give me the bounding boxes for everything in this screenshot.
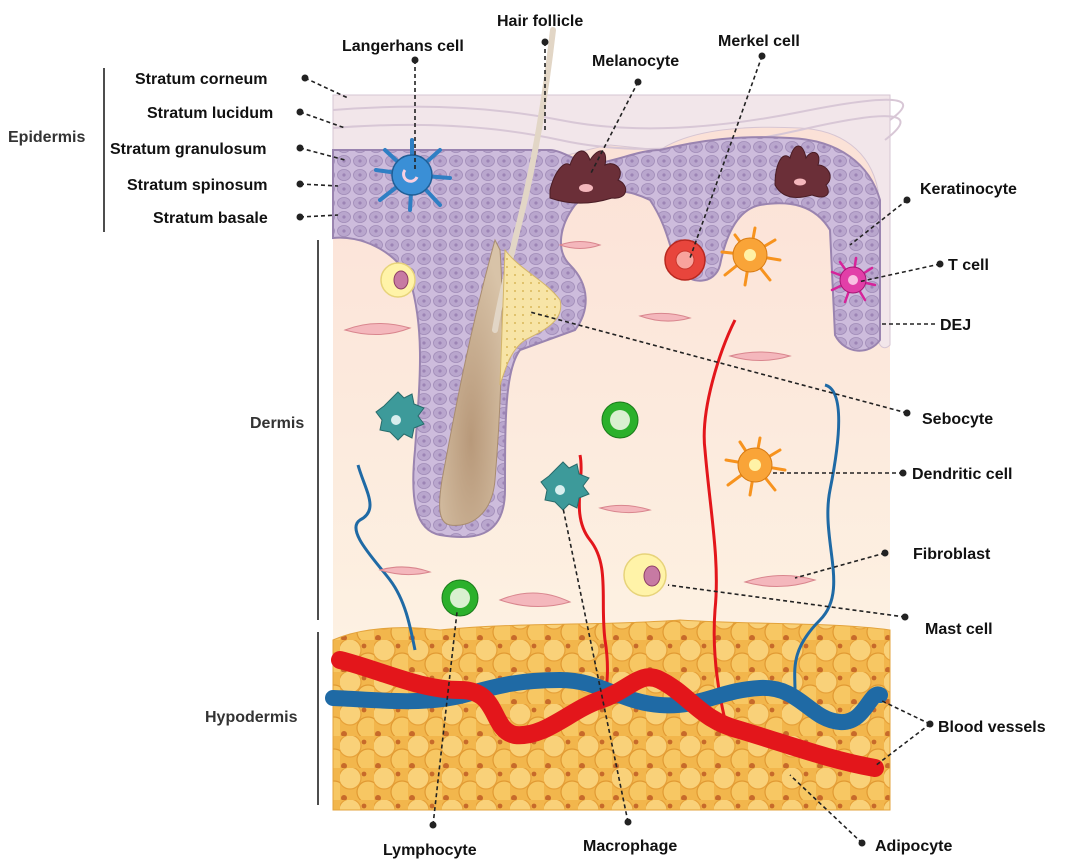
label-langerhans-cell: Langerhans cell <box>342 38 464 55</box>
merkel-cell <box>665 240 705 280</box>
label-macrophage: Macrophage <box>583 838 677 855</box>
lymphocyte-upper <box>602 402 638 438</box>
label-sebocyte: Sebocyte <box>922 411 993 428</box>
label-fibroblast: Fibroblast <box>913 546 991 563</box>
label-hair-follicle: Hair follicle <box>497 13 583 30</box>
label-stratum-spinosum: Stratum spinosum <box>127 177 267 194</box>
section-label-hypodermis: Hypodermis <box>205 709 298 726</box>
lymphocyte <box>442 580 478 616</box>
label-merkel-cell: Merkel cell <box>718 33 800 50</box>
label-stratum-basale: Stratum basale <box>153 210 268 227</box>
mast-cell-upper <box>381 263 415 297</box>
label-keratinocyte: Keratinocyte <box>920 181 1017 198</box>
label-stratum-granulosum: Stratum granulosum <box>110 141 266 158</box>
label-mast-cell: Mast cell <box>925 621 993 638</box>
label-melanocyte: Melanocyte <box>592 53 679 70</box>
label-lymphocyte: Lymphocyte <box>383 842 477 859</box>
label-dej: DEJ <box>940 317 971 334</box>
section-label-epidermis: Epidermis <box>8 129 85 146</box>
label-stratum-lucidum: Stratum lucidum <box>147 105 273 122</box>
label-dendritic-cell: Dendritic cell <box>912 466 1012 483</box>
label-stratum-corneum: Stratum corneum <box>135 71 267 88</box>
label-t-cell: T cell <box>948 257 989 274</box>
label-blood-vessels: Blood vessels <box>938 719 1046 736</box>
tissue-block <box>333 30 903 810</box>
mast-cell <box>624 554 666 596</box>
section-label-dermis: Dermis <box>250 415 304 432</box>
label-adipocyte: Adipocyte <box>875 838 952 855</box>
